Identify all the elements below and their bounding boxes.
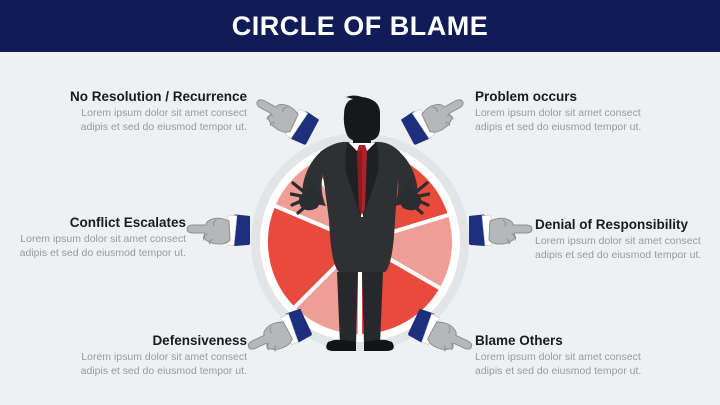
pointing-hand-icon (465, 211, 533, 249)
stage-body: Lorem ipsum dolor sit amet consect adipi… (535, 235, 702, 261)
stage-title: Denial of Responsibility (535, 217, 689, 232)
pointing-hand-icon (186, 211, 254, 249)
stage-title: Defensiveness (152, 333, 247, 348)
stage-block-no-resolution: No Resolution / Recurrence Lorem ipsum d… (17, 89, 247, 135)
infographic-stage: No Resolution / Recurrence Lorem ipsum d… (0, 52, 720, 405)
stage-body: Lorem ipsum dolor sit amet consect adipi… (80, 107, 247, 133)
stage-title: Conflict Escalates (69, 215, 186, 230)
stage-block-blame-others: Blame Others Lorem ipsum dolor sit amet … (475, 333, 705, 379)
stage-block-denial-of-responsibility: Denial of Responsibility Lorem ipsum dol… (535, 217, 720, 263)
stage-body: Lorem ipsum dolor sit amet consect adipi… (19, 233, 186, 259)
stage-body: Lorem ipsum dolor sit amet consect adipi… (475, 351, 642, 377)
stage-title: No Resolution / Recurrence (69, 89, 247, 104)
slide-title: CIRCLE OF BLAME (231, 10, 489, 41)
stage-block-problem-occurs: Problem occurs Lorem ipsum dolor sit ame… (475, 89, 705, 135)
stage-block-defensiveness: Defensiveness Lorem ipsum dolor sit amet… (17, 333, 247, 379)
stage-body: Lorem ipsum dolor sit amet consect adipi… (80, 351, 247, 377)
businessman-icon (290, 95, 430, 351)
stage-block-conflict-escalates: Conflict Escalates Lorem ipsum dolor sit… (0, 215, 186, 261)
stage-body: Lorem ipsum dolor sit amet consect adipi… (475, 107, 642, 133)
stage-title: Blame Others (475, 333, 563, 348)
stage-title: Problem occurs (475, 89, 578, 104)
title-bar: CIRCLE OF BLAME (0, 0, 720, 52)
